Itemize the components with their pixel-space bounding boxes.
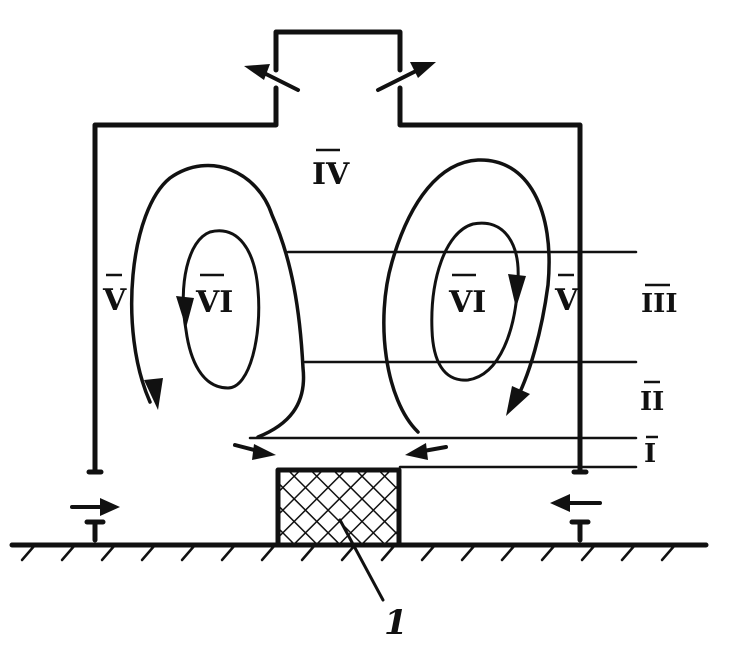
- vent-arrow-right-shaft: [376, 68, 420, 92]
- label-zone-iv: IV: [312, 157, 350, 192]
- left-outer-loop: [129, 163, 306, 439]
- bottom-arrow-left-head: [252, 444, 276, 460]
- label-zone-vi-right: VI: [448, 285, 486, 320]
- label-callout-1: 1: [384, 603, 408, 643]
- left-inner-arrow-head: [176, 296, 194, 328]
- left-inner-loop: [181, 229, 261, 390]
- inflow-arrow-left-head: [100, 498, 120, 516]
- heat-source-block: [275, 467, 402, 548]
- label-zone-ii: II: [640, 387, 664, 417]
- label-zone-vi-left: VI: [195, 285, 233, 320]
- building-outline: [92, 29, 583, 475]
- label-zone-v-left: V: [102, 283, 127, 318]
- vent-arrow-left-head: [244, 64, 270, 80]
- right-outer-arrow-head: [506, 386, 530, 416]
- vent-arrow-left-shaft: [260, 70, 300, 92]
- label-zone-v-right: V: [554, 283, 579, 318]
- inflow-arrow-right-head: [550, 494, 570, 512]
- callout-1-leader: [338, 518, 385, 602]
- label-zone-iii: III: [641, 289, 678, 319]
- bottom-arrow-right-head: [405, 443, 428, 460]
- right-inner-arrow-head: [508, 274, 526, 308]
- left-outer-arrow-head: [144, 378, 163, 410]
- label-zone-i: I: [644, 439, 656, 469]
- vent-arrow-right-head: [410, 62, 436, 78]
- right-outer-loop: [382, 158, 551, 434]
